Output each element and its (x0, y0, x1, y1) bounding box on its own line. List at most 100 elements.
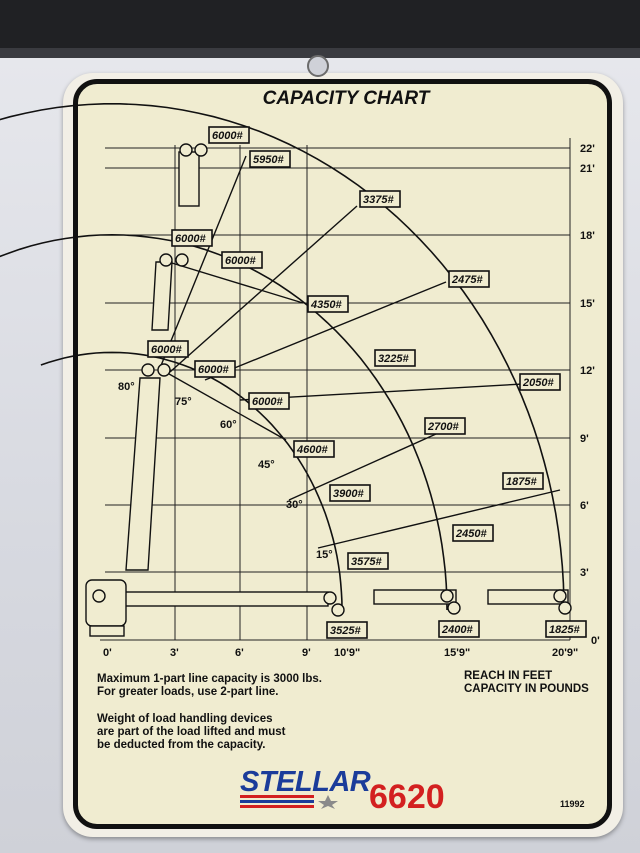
capacity-box-frame (448, 270, 490, 288)
height-label: 21' (580, 163, 595, 175)
capacity-box-frame (147, 340, 189, 358)
top-boom-sheave (179, 143, 193, 157)
height-label: 3' (580, 567, 589, 579)
capacity-value: 5950# (253, 154, 284, 166)
angle-label: 30° (286, 499, 303, 511)
star-icon (318, 795, 338, 809)
capacity-box-frame (249, 150, 291, 168)
arc-10-9 (40, 351, 343, 611)
ray-mid-boom (161, 259, 304, 304)
note-weight-2: are part of the load lifted and must (97, 726, 286, 738)
angle-label: 80° (118, 381, 135, 393)
top-boom-sheave-2 (194, 143, 208, 157)
chart-grid (100, 138, 571, 641)
capacity-box-frame (171, 229, 213, 247)
capacity-box-frame (374, 349, 416, 367)
capacity-value: 1825# (549, 624, 580, 636)
sheave-2 (440, 589, 454, 603)
capacity-box-frame (307, 295, 349, 313)
horizontal-boom-3 (487, 589, 569, 605)
capacity-boxes: 6000#5950#3375#2475#6000#6000#4350#3225#… (147, 126, 587, 639)
capacity-value: 2050# (522, 377, 554, 389)
capacity-value: 1875# (506, 476, 537, 488)
brand-logo: STELLAR (240, 766, 371, 798)
capacity-value: 3525# (330, 625, 361, 637)
sheave-1 (331, 603, 345, 617)
capacity-box-frame (293, 440, 335, 458)
capacity-box-frame (347, 552, 389, 570)
angle-label: 15° (316, 549, 333, 561)
capacity-value: 6000# (252, 396, 283, 408)
capacity-box-frame (545, 620, 587, 638)
ray-80 (159, 155, 247, 369)
capacity-value: 6000# (175, 233, 206, 245)
arc-15-9 (0, 233, 448, 611)
capacity-value: 3900# (333, 488, 364, 500)
reach-label: 10'9" (334, 647, 360, 659)
horizontal-boom-2 (373, 589, 457, 605)
arc-20-9 (0, 103, 565, 602)
capacity-box-frame (248, 392, 290, 410)
sheave-5 (558, 601, 572, 615)
sheave-3 (447, 601, 461, 615)
base-pivot (92, 589, 106, 603)
height-label: 18' (580, 230, 595, 242)
reach-arcs (0, 103, 565, 611)
angle-label: 60° (220, 419, 237, 431)
height-label: 22' (580, 143, 595, 155)
ray-60 (204, 281, 447, 381)
height-label: 15' (580, 298, 595, 310)
ray-30 (288, 433, 437, 501)
note-weight-1: Weight of load handling devices (97, 713, 273, 725)
capacity-box-frame (208, 126, 250, 144)
mid-boom-sheave (159, 253, 173, 267)
note-capacity-1: Maximum 1-part line capacity is 3000 lbs… (97, 673, 322, 685)
capacity-value: 4350# (310, 299, 342, 311)
height-label: 6' (580, 500, 589, 512)
sheave-0 (323, 591, 337, 605)
height-label: 0' (591, 635, 600, 647)
angle-label: 45° (258, 459, 275, 471)
crane-base (85, 579, 127, 627)
ray-low-boom (161, 369, 287, 441)
crane-illustration (85, 143, 572, 637)
capacity-box-frame (194, 360, 236, 378)
capacity-box-frame (519, 373, 561, 391)
capacity-value: 2450# (455, 528, 487, 540)
capacity-value: 4600# (296, 444, 328, 456)
low-boom-sheave (141, 363, 155, 377)
capacity-box-frame (452, 524, 494, 542)
capacity-box-frame (359, 190, 401, 208)
reach-label: 20'9" (552, 647, 578, 659)
legend-capacity: CAPACITY IN POUNDS (464, 683, 589, 695)
capacity-value: 6000# (225, 255, 256, 267)
reach-label: 3' (170, 647, 179, 659)
capacity-value: 6000# (198, 364, 229, 376)
axis-labels: 0'3'6'9'12'15'18'21'22'0'3'6'9'10'9"15'9… (103, 143, 600, 659)
mid-boom-sheave-2 (175, 253, 189, 267)
reach-label: 0' (103, 647, 112, 659)
reach-label: 15'9" (444, 647, 470, 659)
background-dark-band (0, 0, 640, 58)
top-boom (178, 151, 200, 207)
part-number: 11992 (560, 799, 585, 809)
capacity-box-frame (221, 251, 263, 269)
capacity-box-frame (326, 621, 368, 639)
height-label: 12' (580, 365, 595, 377)
legend-reach: REACH IN FEET (464, 670, 553, 682)
angle-label: 75° (175, 396, 192, 408)
capacity-box-frame (424, 417, 466, 435)
background-strip (0, 48, 640, 58)
mounting-hole (307, 55, 329, 77)
note-weight-3: be deducted from the capacity. (97, 739, 266, 751)
capacity-chart-card (73, 79, 612, 829)
capacity-value: 6000# (151, 344, 182, 356)
sheave-4 (553, 589, 567, 603)
capacity-value: 2400# (441, 624, 473, 636)
capacity-value: 3575# (351, 556, 382, 568)
note-capacity-2: For greater loads, use 2-part line. (97, 686, 279, 698)
reach-label: 6' (235, 647, 244, 659)
base-mount (89, 625, 125, 637)
model-number: 6620 (369, 778, 445, 816)
